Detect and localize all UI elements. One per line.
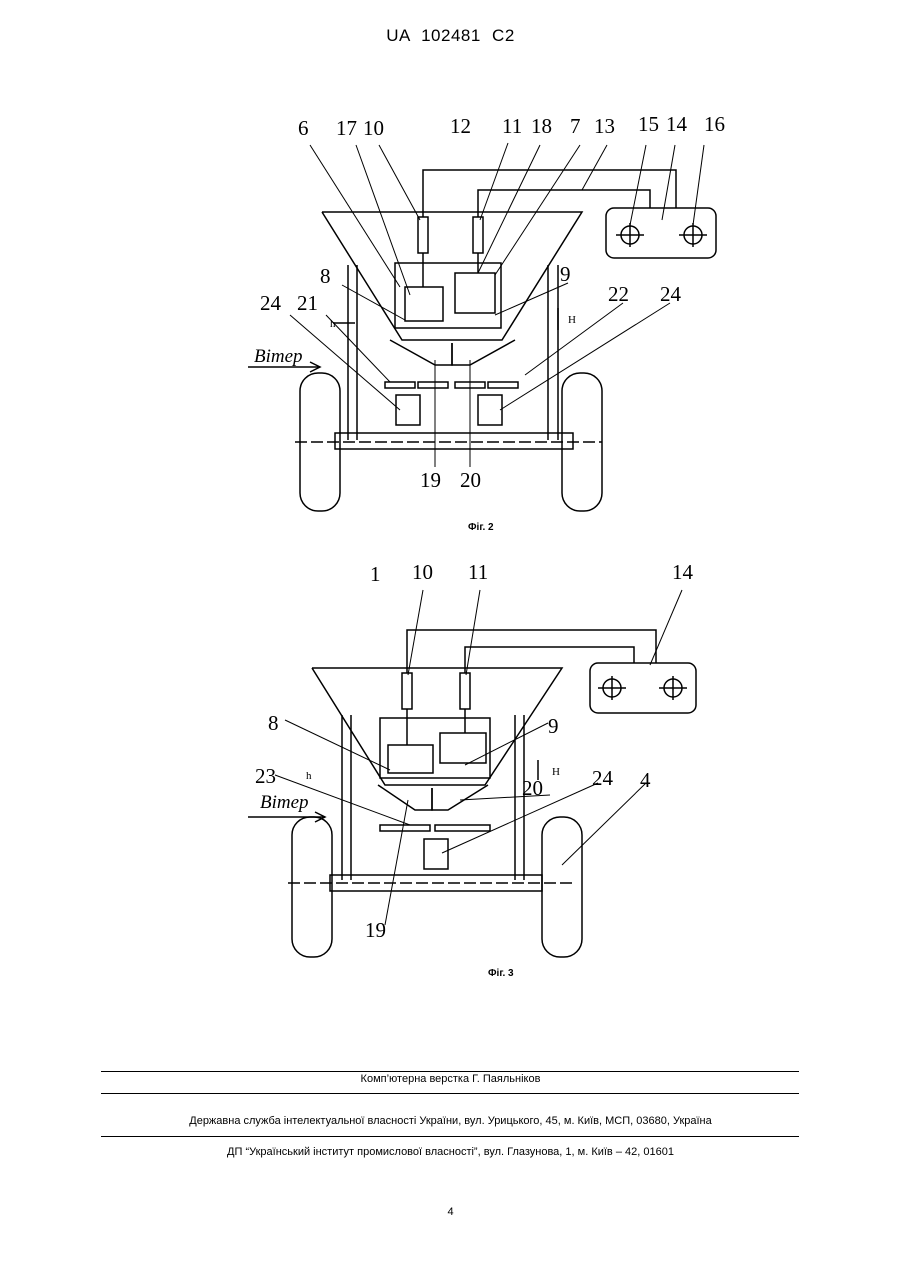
fig3-label-23: 23 (255, 764, 276, 788)
figure-3-caption: Фіг. 3 (488, 968, 514, 979)
fig2-label-6: 6 (298, 116, 309, 140)
footer-patent-office: Державна служба інтелектуальної власност… (0, 1115, 901, 1127)
fig2-label-10: 10 (363, 116, 384, 140)
footer-institute: ДП “Український інститут промислової вла… (0, 1146, 901, 1158)
fig2-label-h: h (330, 318, 336, 330)
fig3-label-1: 1 (370, 562, 381, 586)
patent-number-header: UA 102481 C2 (0, 26, 901, 46)
fig3-label-H: H (552, 766, 560, 778)
fig2-label-11: 11 (502, 114, 522, 138)
fig2-label-H: H (568, 314, 576, 326)
fig2-label-19: 19 (420, 468, 441, 492)
fig2-label-16: 16 (704, 112, 725, 136)
fig2-label-9: 9 (560, 262, 571, 286)
figure-2-caption: Фіг. 2 (468, 522, 494, 533)
fig2-label-24-right: 24 (660, 282, 682, 306)
fig3-label-19: 19 (365, 918, 386, 942)
fig3-label-20: 20 (522, 776, 543, 800)
footer-divider-bottom (101, 1136, 799, 1137)
fig2-label-7: 7 (570, 114, 581, 138)
fig3-label-4: 4 (640, 768, 651, 792)
fig3-label-11: 11 (468, 560, 488, 584)
fig3-label-9: 9 (548, 714, 559, 738)
fig2-label-18: 18 (531, 114, 552, 138)
fig2-label-8: 8 (320, 264, 331, 288)
fig2-label-21: 21 (297, 291, 318, 315)
fig2-label-13: 13 (594, 114, 615, 138)
fig2-label-17: 17 (336, 116, 357, 140)
fig3-wind-label: Вітер (260, 792, 309, 813)
fig2-label-24-left: 24 (260, 291, 282, 315)
footer-divider-middle (101, 1093, 799, 1094)
fig2-wind-label: Вітер (254, 346, 303, 367)
footer-layout-credit: Комп’ютерна верстка Г. Паяльніков (0, 1073, 901, 1085)
page-number: 4 (0, 1206, 901, 1218)
figure-3-drawing: 1 10 11 14 8 9 23 h H 24 4 20 19 Вітер (230, 555, 730, 965)
fig3-label-10: 10 (412, 560, 433, 584)
fig2-label-12: 12 (450, 114, 471, 138)
fig2-label-15: 15 (638, 112, 659, 136)
fig3-label-14: 14 (672, 560, 694, 584)
fig2-label-22: 22 (608, 282, 629, 306)
footer-divider-top (101, 1071, 799, 1072)
fig3-label-24: 24 (592, 766, 614, 790)
fig3-label-8: 8 (268, 711, 279, 735)
fig2-label-14: 14 (666, 112, 688, 136)
fig3-label-h: h (306, 770, 312, 782)
figure-2-drawing: 6 17 10 12 11 18 7 13 15 14 16 8 9 24 21… (230, 105, 730, 515)
fig2-label-20: 20 (460, 468, 481, 492)
